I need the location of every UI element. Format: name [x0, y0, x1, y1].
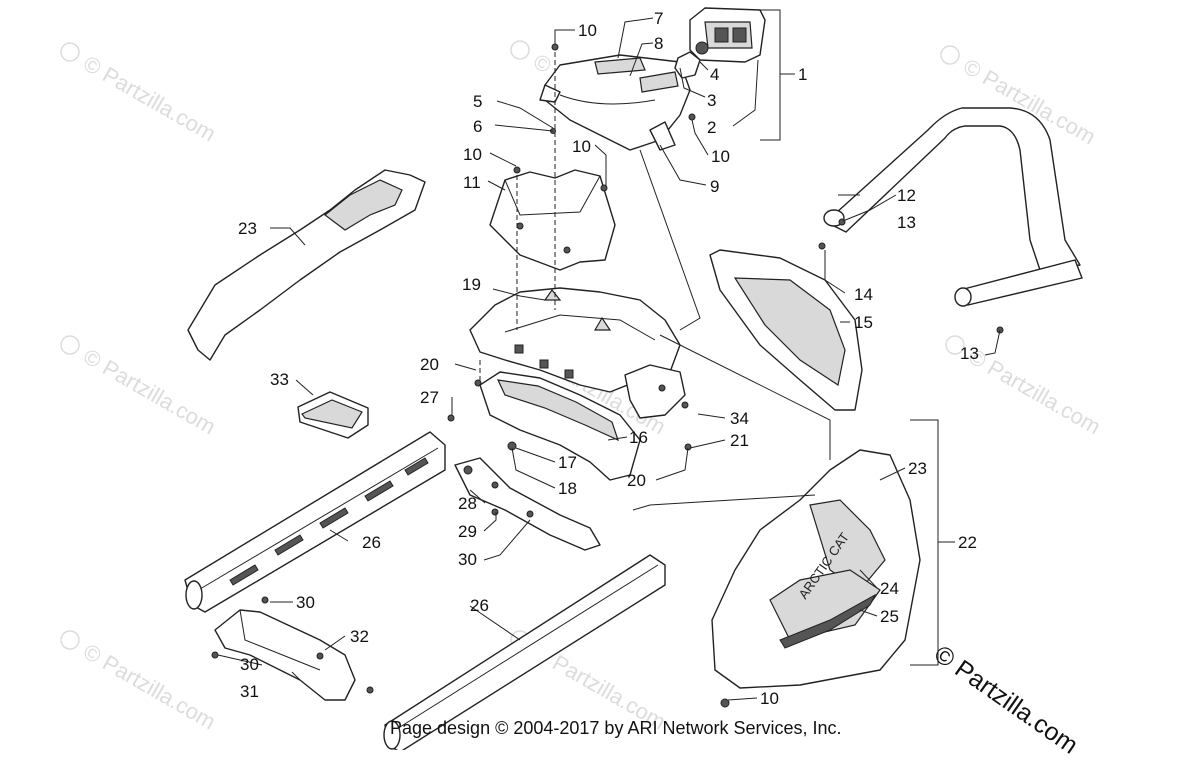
leader-lines	[217, 9, 1001, 701]
watermark-text: © Partzilla.com	[79, 639, 220, 735]
left-rail-panel	[187, 169, 426, 361]
callout-25: 25	[880, 607, 899, 626]
callout-31: 31	[240, 682, 259, 701]
grab-bar	[823, 107, 1081, 271]
callout-1: 1	[798, 65, 807, 84]
page-footer: Page design © 2004-2017 by ARI Network S…	[390, 718, 842, 738]
grab-bar-end	[954, 259, 1083, 307]
callout-16: 16	[629, 428, 648, 447]
callout-19: 19	[462, 275, 481, 294]
callout-23-left: 23	[238, 219, 257, 238]
mount-bracket	[489, 169, 616, 271]
callout-26-left: 26	[362, 533, 381, 552]
callout-20-right: 20	[627, 471, 646, 490]
rear-flap	[469, 287, 681, 393]
callout-9: 9	[710, 177, 719, 196]
bulb-socket	[674, 41, 709, 79]
callout-2: 2	[707, 118, 716, 137]
callout-10-bottom: 10	[760, 689, 779, 708]
callout-23-right: 23	[908, 459, 927, 478]
callout-30-lower-left: 30	[240, 655, 259, 674]
alignment-lines	[479, 52, 556, 385]
watermark-text: © Partzilla.com	[79, 344, 220, 440]
callout-22: 22	[958, 533, 977, 552]
fasteners	[211, 43, 1004, 708]
callout-12: 12	[897, 186, 916, 205]
callout-3: 3	[707, 91, 716, 110]
callout-30-upper-left: 30	[296, 593, 315, 612]
lower-bracket	[214, 609, 356, 701]
callout-33: 33	[270, 370, 289, 389]
mud-flap	[479, 371, 641, 481]
watermark-7: © Partzilla.com	[60, 630, 220, 735]
callout-29: 29	[458, 522, 477, 541]
callout-32: 32	[350, 627, 369, 646]
callout-17: 17	[558, 453, 577, 472]
flap-bracket	[624, 364, 686, 419]
callout-18: 18	[558, 479, 577, 498]
callout-4: 4	[710, 65, 719, 84]
bumper-rail-right	[383, 554, 666, 753]
side-panel-lower: ARCTIC CAT	[711, 449, 921, 689]
taillight-lens	[689, 7, 766, 63]
watermark-1: © Partzilla.com	[60, 42, 220, 147]
callout-20-left: 20	[420, 355, 439, 374]
callout-30-center: 30	[458, 550, 477, 569]
callout-13-bottom: 13	[960, 344, 979, 363]
callout-28: 28	[458, 494, 477, 513]
watermark-text: © Partzilla.com	[79, 51, 220, 147]
callout-6: 6	[473, 117, 482, 136]
callout-10-left: 10	[463, 145, 482, 164]
callout-13-top: 13	[897, 213, 916, 232]
watermark-4: © Partzilla.com	[60, 335, 220, 440]
bumper-rail-left	[184, 431, 446, 613]
callout-15: 15	[854, 313, 873, 332]
callout-10-center: 10	[572, 137, 591, 156]
callout-7: 7	[654, 9, 663, 28]
hitch-bracket	[454, 457, 601, 551]
callout-5: 5	[473, 92, 482, 111]
callout-27: 27	[420, 388, 439, 407]
callout-26-right: 26	[470, 596, 489, 615]
side-panel-upper	[709, 249, 863, 411]
callout-24: 24	[880, 579, 899, 598]
callout-34: 34	[730, 409, 749, 428]
watermark-text: © Partzilla.com	[964, 344, 1105, 440]
callouts: 10 7 8 4 3 2 1 5 6 10 10 10 9 11 23 12 1…	[238, 9, 979, 708]
callout-10-right: 10	[711, 147, 730, 166]
taillight-housing	[539, 54, 691, 151]
callout-10-top: 10	[578, 21, 597, 40]
cover-plate	[297, 391, 369, 439]
callout-11: 11	[463, 173, 481, 192]
callout-14: 14	[854, 285, 873, 304]
callout-8: 8	[654, 34, 663, 53]
callout-21: 21	[730, 431, 749, 450]
